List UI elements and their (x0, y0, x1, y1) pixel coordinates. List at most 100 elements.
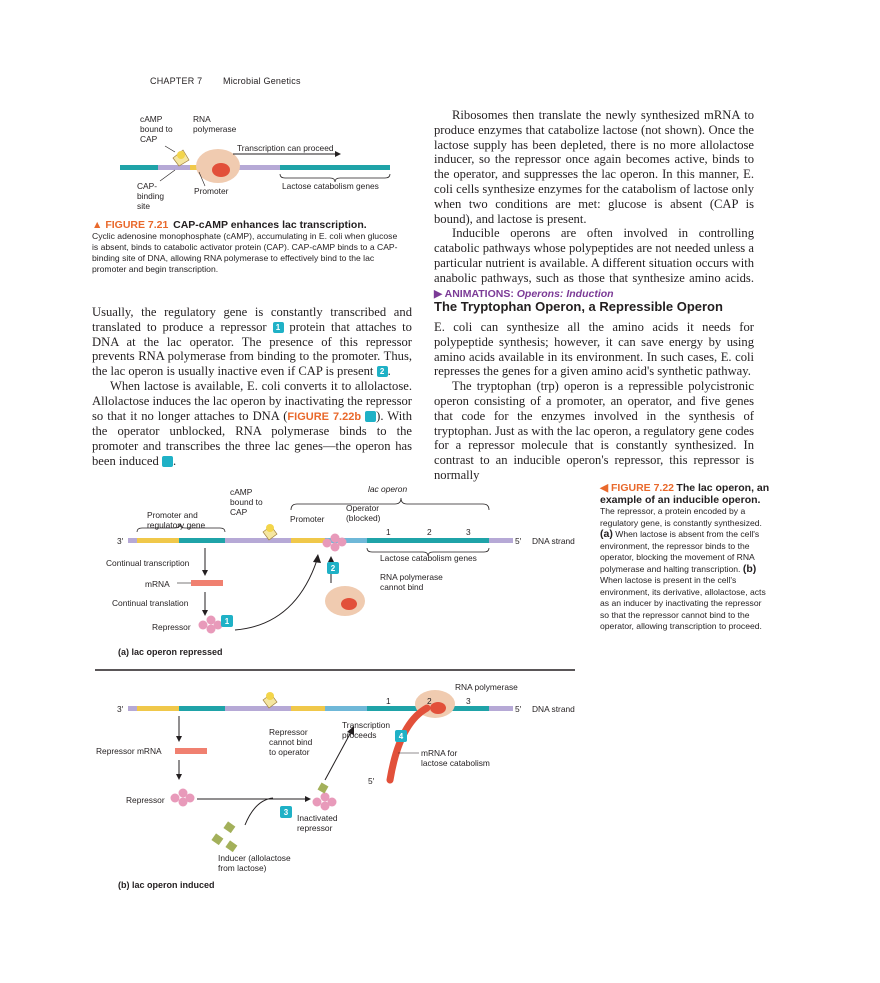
label-mrna: mRNA (145, 579, 170, 589)
genes-segment (280, 165, 390, 170)
caption-number: ▲ FIGURE 7.21 (92, 219, 169, 231)
paragraph: When lactose is available, E. coli conve… (92, 378, 412, 468)
trp-body: E. coli can synthesize all the amino aci… (434, 320, 754, 483)
repressor-free (170, 788, 195, 807)
dna-strand-a (128, 538, 513, 543)
paragraph: Usually, the regulatory gene is constant… (92, 305, 412, 379)
figure-7-22-diagram: 2 1 3 4 (95, 497, 575, 853)
paragraph: Inducible operons are often involved in … (434, 226, 754, 300)
gene-number: 1 (386, 527, 391, 537)
leader-line (164, 145, 176, 153)
dna-strand (120, 165, 390, 170)
label-5prime-mrna: 5′ (368, 776, 375, 786)
label-genes: Lactose catabolism genes (380, 553, 477, 563)
label-promoter: Promoter (290, 514, 325, 524)
step-badge: 3 (365, 410, 388, 422)
running-header: CHAPTER 7 Microbial Genetics (150, 76, 319, 86)
label-3prime: 3′ (117, 536, 124, 546)
step-badge (280, 806, 292, 818)
caption-b: When lactose is present in the cell's en… (600, 575, 766, 631)
step-badge (395, 730, 407, 742)
caption-a: When lactose is absent from the cell's e… (600, 529, 760, 574)
badge-number: 1 (225, 617, 230, 626)
label-5prime: 5′ (515, 536, 522, 546)
bracket-promoter-reg (136, 523, 226, 533)
dna-segment (120, 165, 158, 170)
camp-molecule (266, 692, 274, 700)
inducer-molecules (211, 821, 238, 853)
gene-number: 3 (466, 696, 471, 706)
label-lac-operon: lac operon (368, 484, 408, 494)
label-5prime: 5′ (515, 704, 522, 714)
label-repressor-mrna: Repressor mRNA (96, 746, 162, 756)
paragraph: The tryptophan (trp) operon is a repress… (434, 379, 754, 482)
mrna-lactose (386, 704, 431, 784)
label-repressor: Repressor (126, 795, 165, 805)
step-badge (327, 562, 339, 574)
label-promoter: Promoter (194, 186, 229, 196)
binding-arrow (234, 559, 318, 631)
figure-7-21-diagram (120, 145, 391, 187)
chapter-label: CHAPTER 7 (150, 76, 203, 86)
panel-a-title: (a) lac operon repressed (118, 647, 223, 657)
label-dna-strand: DNA strand (532, 536, 575, 546)
step-badge: 2 (376, 366, 388, 378)
genes-bracket (279, 173, 391, 183)
caption-title: CAP-cAMP enhances lac transcription. (173, 219, 367, 231)
arrow-head (335, 151, 341, 157)
bracket-genes (366, 547, 490, 557)
left-column-body: Usually, the regulatory gene is constant… (92, 305, 412, 469)
figure-reference[interactable]: FIGURE 7.22b (287, 410, 362, 423)
repressor-on-operator (322, 533, 347, 552)
label-transcription: Transcription can proceed (237, 143, 334, 153)
rna-polymerase-core (212, 163, 230, 177)
repressor-free (198, 615, 223, 634)
step-badge: 1 (272, 321, 284, 333)
label-rna-polymerase: RNA polymerase (455, 682, 518, 692)
label-genes: Lactose catabolism genes (282, 181, 379, 191)
animations-link[interactable]: ▶ ANIMATIONS: Operons: Induction (434, 287, 614, 300)
gene-number: 2 (427, 527, 432, 537)
label-operator: Operator(blocked) (346, 503, 381, 523)
paragraph: E. coli can synthesize all the amino aci… (434, 320, 754, 379)
gene-number: 3 (466, 527, 471, 537)
mrna-strand (175, 748, 207, 754)
label-dna-strand: DNA strand (532, 704, 575, 714)
label-continual-translation: Continual translation (112, 598, 189, 608)
bracket-lac-operon (290, 497, 490, 511)
right-column-top: Ribosomes then translate the newly synth… (434, 108, 754, 301)
figure-7-21-caption: ▲ FIGURE 7.21 CAP-cAMP enhances lac tran… (92, 220, 404, 275)
gene-number: 1 (386, 696, 391, 706)
camp-molecule (266, 524, 274, 532)
dna-strand-b (128, 706, 513, 711)
mrna-strand (191, 580, 223, 586)
caption-title: The lac operon, an example of an inducib… (600, 482, 770, 506)
badge-number: 2 (331, 564, 336, 573)
chapter-title: Microbial Genetics (223, 76, 301, 86)
section-heading: The Tryptophan Operon, a Repressible Ope… (434, 299, 723, 314)
step-badge (221, 615, 233, 627)
caption-intro: The repressor, a protein encoded by a re… (600, 506, 762, 528)
leader-line (198, 171, 206, 187)
gene-number: 2 (427, 696, 432, 706)
badge-number: 4 (399, 732, 404, 741)
leader-line (159, 169, 176, 182)
label-repressor: Repressor (152, 622, 191, 632)
inactivated-repressor (312, 782, 337, 811)
label-3prime: 3′ (117, 704, 124, 714)
label-continual-transcription: Continual transcription (106, 558, 190, 568)
camp-molecule (177, 151, 185, 159)
caption-number: ◀ FIGURE 7.22 (600, 482, 675, 494)
panel-b-title: (b) lac operon induced (118, 880, 215, 890)
